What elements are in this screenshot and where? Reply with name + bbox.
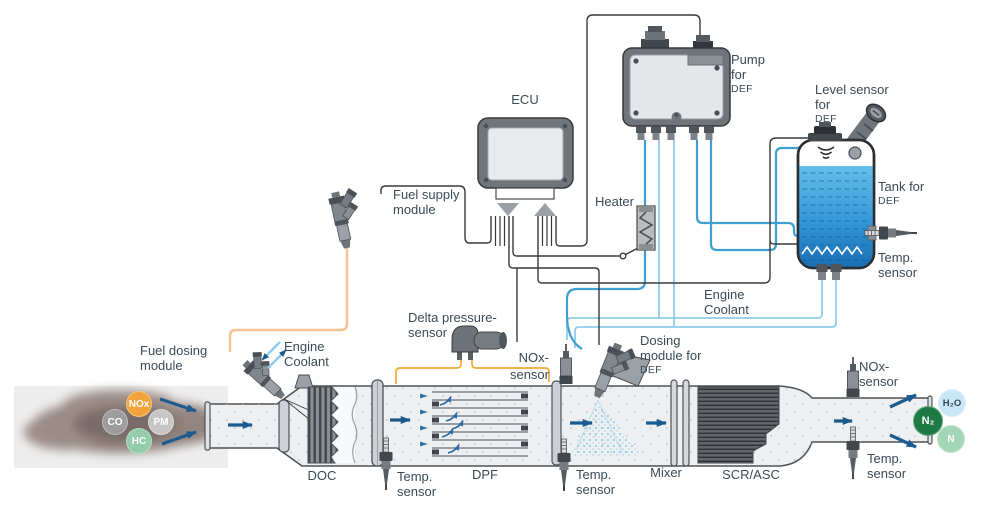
tank-temp-sensor-label: Temp.sensor <box>878 250 918 280</box>
co-molecule-badge: CO <box>102 409 128 435</box>
mixer-label: Mixer <box>650 465 682 480</box>
delta-pressure-sensor <box>451 325 507 360</box>
pump-label: Pump for DEF <box>731 52 765 95</box>
heater-element <box>636 205 656 251</box>
def-dosing-module <box>589 339 651 406</box>
def-lines <box>565 140 799 350</box>
temp-sensor-1-label: Temp.sensor <box>397 469 437 499</box>
ecu-output-arrow-icon <box>497 203 519 216</box>
pressure-sensor-tubes <box>395 354 550 384</box>
fuel-line <box>228 246 349 352</box>
hc-molecule-badge: HC <box>126 428 152 454</box>
nox-sensor-tail-label: NOx-sensor <box>859 359 899 389</box>
tank-level-sensor <box>808 122 842 159</box>
nox-sensor-tail <box>846 356 860 398</box>
ecu-label: ECU <box>511 92 539 107</box>
nox-molecule-badge: NOx <box>126 391 152 417</box>
dpf-substrate <box>420 391 528 457</box>
nox-sensor-mid <box>559 343 573 385</box>
ecu-input-arrow-icon <box>534 203 556 216</box>
electrical-wires <box>380 14 808 345</box>
temp-sensor-3-label: Temp.sensor <box>867 451 907 481</box>
level-sensor-label: Level sensor for DEF <box>815 82 889 125</box>
tank-temp-sensor <box>864 225 918 241</box>
scr-substrate <box>697 386 780 464</box>
heater-label: Heater <box>594 194 634 209</box>
fuel-supply-module <box>326 186 369 251</box>
flow-arrows <box>159 393 917 449</box>
coolant-flow-arrows <box>261 341 287 369</box>
tank-vent <box>848 146 862 160</box>
dpf-label: DPF <box>472 467 498 482</box>
exhaust-pipe <box>204 374 933 467</box>
h2o-molecule-badge: H₂O <box>938 389 966 417</box>
scr-asc-label: SCR/ASC <box>722 467 780 482</box>
ecu-module <box>477 117 574 216</box>
def-tank <box>796 103 918 280</box>
heater-wire-connector <box>619 252 627 260</box>
nox-sensor-mid-label: NOx-sensor <box>509 350 549 382</box>
delta-pressure-sensor-label: Delta pressure-sensor <box>408 310 497 340</box>
tank-ports <box>816 264 842 280</box>
pm-molecule-badge: PM <box>148 409 174 435</box>
doc-substrate <box>307 386 358 464</box>
def-pump-module <box>622 26 731 140</box>
n2-molecule-badge: N₂ <box>913 406 943 436</box>
doc-label: DOC <box>307 468 337 483</box>
temp-sensor-2-label: Temp.sensor <box>576 467 616 497</box>
n-molecule-badge: N <box>937 425 965 453</box>
